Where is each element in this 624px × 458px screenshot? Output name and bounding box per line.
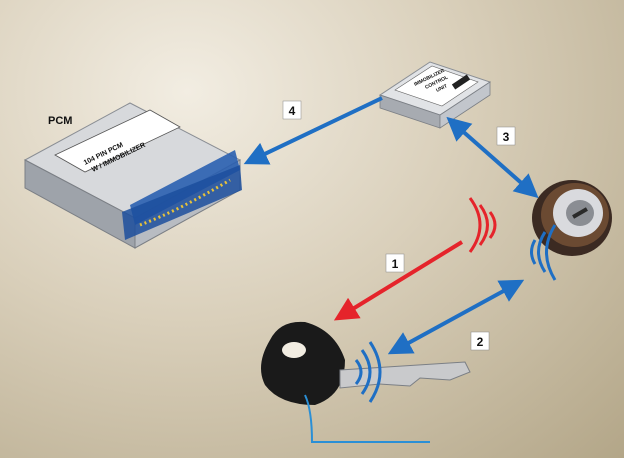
pcm-title: PCM <box>48 115 72 127</box>
ignition-key-icon <box>261 321 471 405</box>
step-1-box <box>385 253 405 273</box>
step-2-label: 2 <box>477 335 484 349</box>
step-4-box <box>282 100 302 120</box>
step-1-label: 1 <box>392 257 399 271</box>
blue-signal-waves-key-icon <box>354 341 382 403</box>
immobilizer-control-unit-icon <box>378 61 492 129</box>
red-signal-waves-icon <box>468 197 497 253</box>
step-3-label: 3 <box>503 130 510 144</box>
arrow-2-key-to-cylinder <box>387 279 525 355</box>
step-3-box <box>496 126 516 146</box>
ignition-lock-cylinder-icon <box>532 180 612 256</box>
arrow-1-cylinder-to-key <box>333 240 464 321</box>
arrow-4-cu-to-pcm <box>243 96 383 165</box>
step-4-label: 4 <box>289 104 296 118</box>
transponder-pointer-line <box>304 394 430 443</box>
blue-signal-waves-cylinder-icon <box>530 224 557 281</box>
control-unit-label-line3: UNIT <box>435 83 448 94</box>
step-2-box <box>470 331 490 351</box>
pcm-module-icon <box>23 102 242 249</box>
arrow-3-cu-to-cylinder <box>446 116 539 199</box>
